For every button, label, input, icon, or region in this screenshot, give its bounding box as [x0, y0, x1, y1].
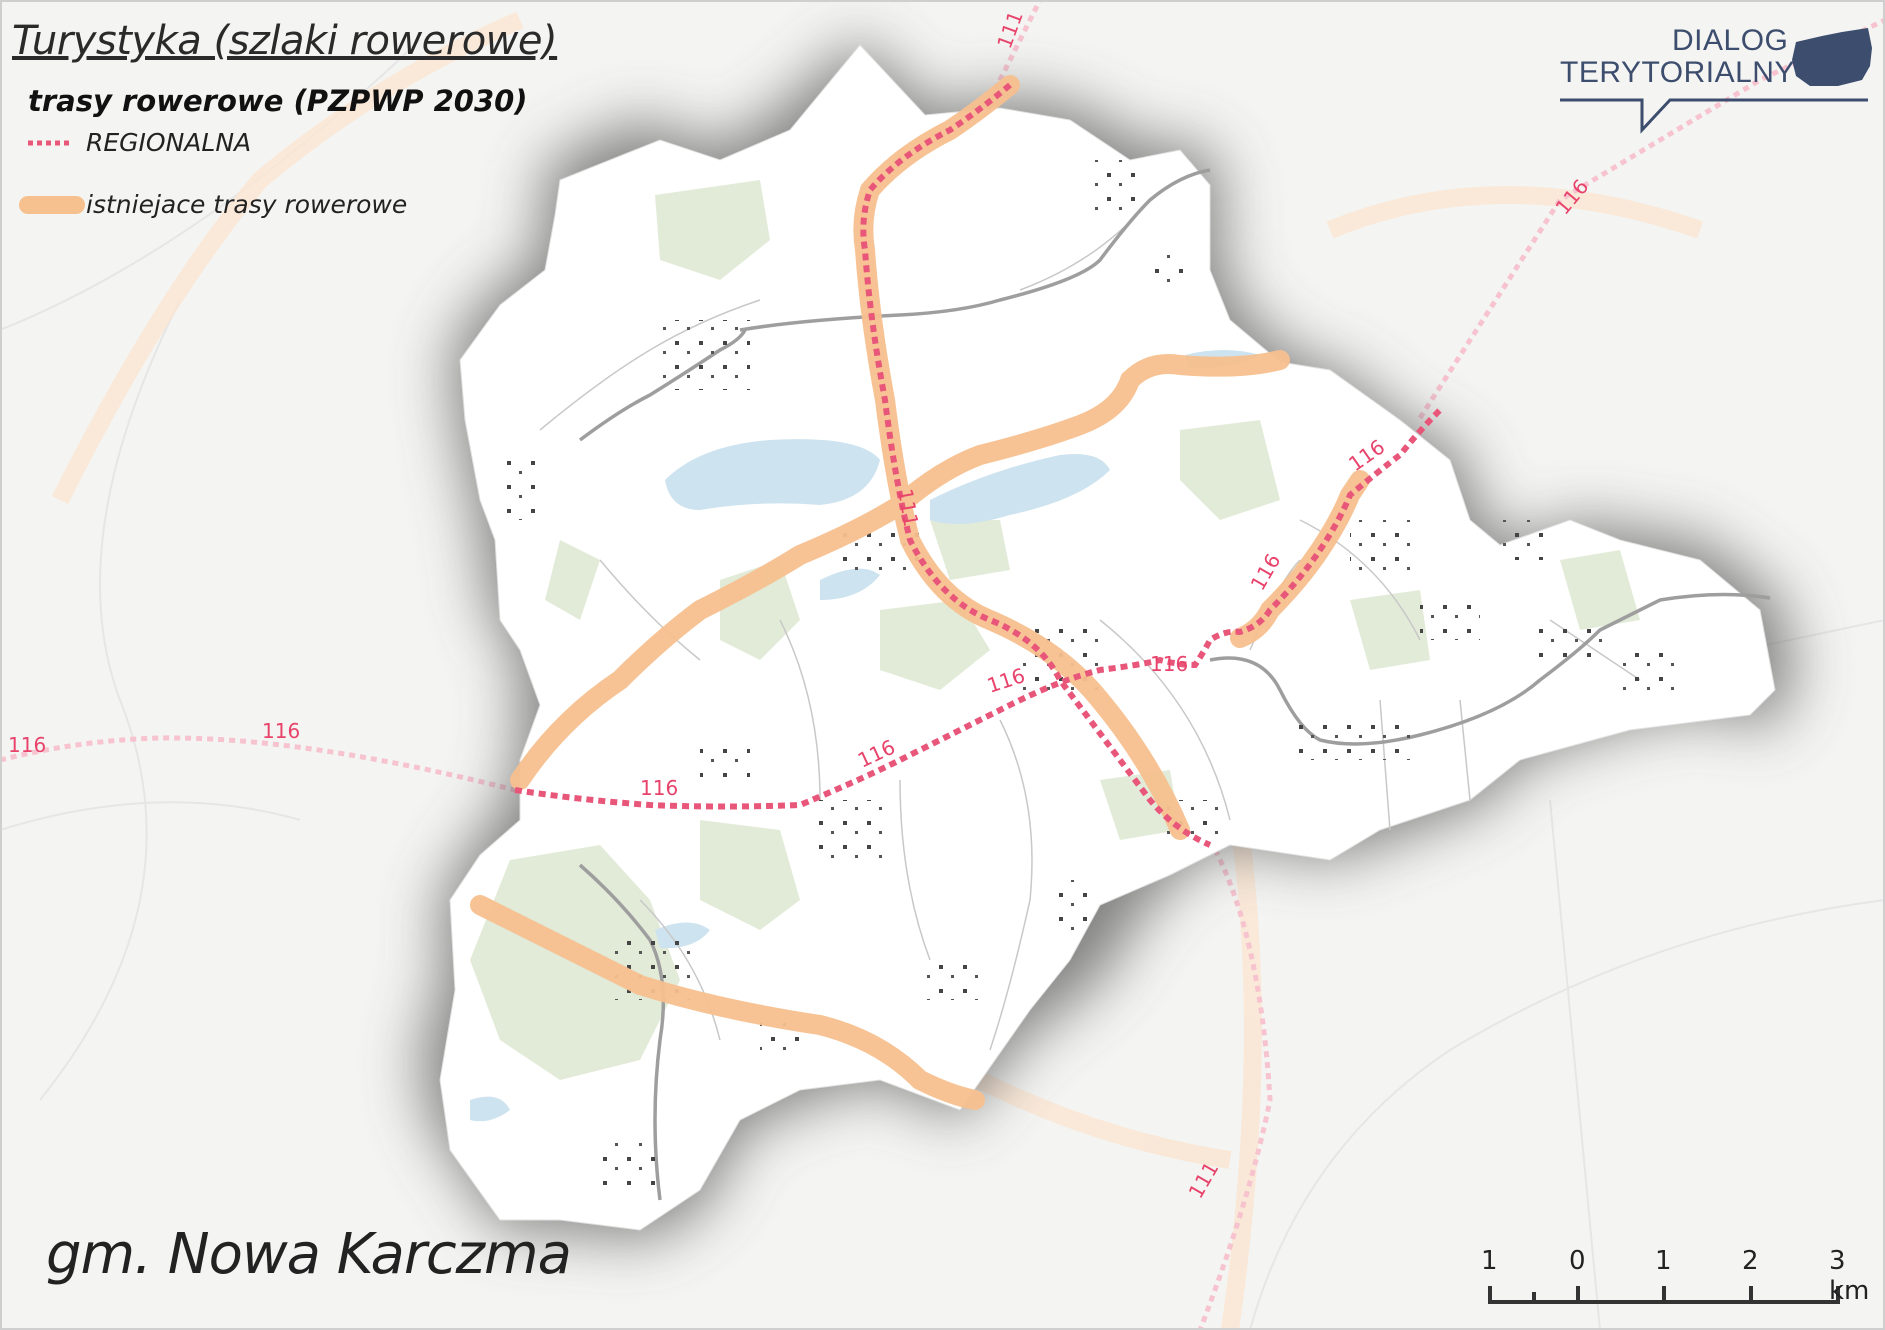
map-title: Turystyka (szlaki rowerowe)	[12, 18, 558, 64]
scale-label: 1	[1655, 1246, 1672, 1276]
legend-regional-label: REGIONALNA	[86, 128, 252, 157]
logo-speech-bubble	[1560, 98, 1868, 134]
scale-label: 3 km	[1829, 1246, 1870, 1306]
road-label-116: 116	[640, 776, 678, 800]
scale-label: 0	[1569, 1246, 1586, 1276]
legend-existing-label: istniejace trasy rowerowe	[86, 190, 408, 219]
logo-text-line1: DIALOG	[1672, 24, 1789, 57]
legend-heading: trasy rowerowe (PZPWP 2030)	[28, 84, 528, 118]
place-name: gm. Nowa Karczma	[46, 1222, 572, 1287]
background-faint-cycle-routes	[51, 11, 1703, 1330]
water-bodies	[470, 350, 1260, 1122]
road-label-116: 116	[1150, 652, 1188, 676]
scale-label: 1	[1481, 1246, 1498, 1276]
logo	[1560, 28, 1872, 134]
settlements	[500, 160, 1680, 1190]
logo-text-line2: TERYTORIALNY	[1560, 56, 1795, 89]
forest-areas	[470, 180, 1640, 1080]
municipality-area	[439, 44, 1776, 1231]
scale-bar	[1488, 1286, 1840, 1304]
road-label-116: 116	[8, 733, 46, 757]
scale-label: 2	[1742, 1246, 1759, 1276]
regional-cycle-routes	[514, 82, 1443, 848]
road-label-116: 116	[262, 719, 300, 743]
logo-region-icon	[1792, 28, 1872, 86]
